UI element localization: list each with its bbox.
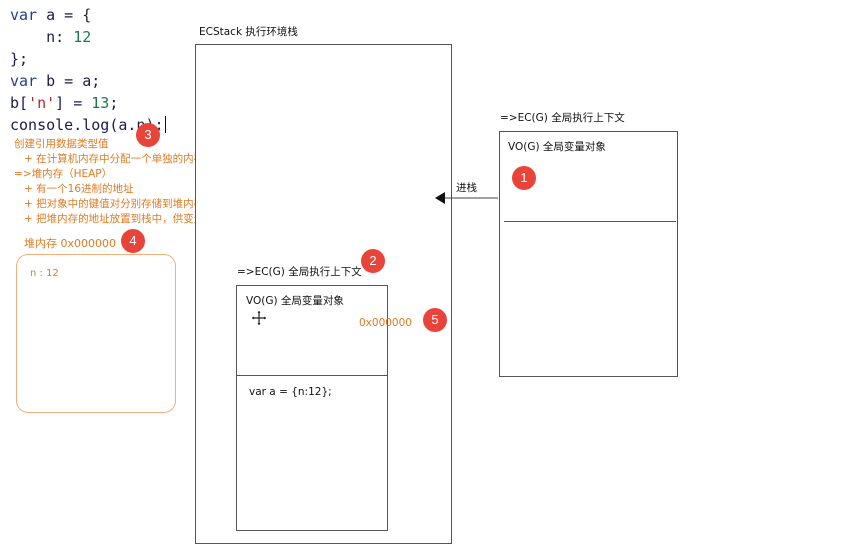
note-hex-address: + 有一个16进制的地址: [24, 183, 134, 195]
ec-global-inner-title: =>EC(G) 全局执行上下文: [237, 266, 362, 278]
step-badge-5: 5: [423, 308, 447, 332]
ecstack-title: ECStack 执行环境栈: [199, 26, 298, 38]
ec-global-inner-box: VO(G) 全局变量对象 0x000000 var a = {n:12};: [236, 285, 412, 531]
vo-global-inner-label: VO(G) 全局变量对象: [246, 295, 344, 307]
push-label: 进栈: [456, 182, 477, 194]
move-cursor-icon: [251, 310, 267, 326]
note-create-ref: 创建引用数据类型值: [14, 138, 109, 150]
code-line: b['n'] = 13;: [10, 94, 119, 112]
ec-inner-code: var a = {n:12};: [249, 386, 332, 398]
step-badge-1: 1: [512, 166, 536, 190]
vo-address: 0x000000: [359, 317, 412, 329]
heap-memory-box: n : 12: [16, 254, 176, 413]
note-store-kv: + 把对象中的键值对分别存储到堆内存中: [24, 198, 215, 210]
code-line: var a = {: [10, 6, 92, 24]
step-badge-2: 2: [361, 249, 385, 273]
note-heap: =>堆内存（HEAP）: [14, 168, 113, 180]
code-line: };: [10, 50, 29, 68]
note-address-to-stack: + 把堆内存的地址放置到栈中，供变量调用: [24, 213, 226, 225]
step-badge-3: 3: [136, 123, 160, 147]
ec-global-right-title: =>EC(G) 全局执行上下文: [500, 112, 625, 124]
note-allocate: + 在计算机内存中分配一个单独的内存出来: [24, 153, 226, 165]
step-badge-4: 4: [121, 229, 145, 253]
ec-divider: [237, 375, 387, 376]
ec-right-divider: [504, 221, 676, 222]
text-cursor: [164, 116, 166, 133]
vo-global-right-label: VO(G) 全局变量对象: [508, 141, 606, 153]
heap-title: 堆内存 0x000000: [24, 237, 116, 250]
code-line: var b = a;: [10, 72, 101, 90]
code-line: n: 12: [10, 28, 92, 46]
heap-content: n : 12: [30, 268, 59, 279]
code-line: console.log(a.n);: [10, 116, 166, 134]
push-arrow-icon: [435, 192, 498, 204]
code-block: var a = { n: 12}; var b = a; b['n'] = 13; c…: [10, 4, 166, 136]
